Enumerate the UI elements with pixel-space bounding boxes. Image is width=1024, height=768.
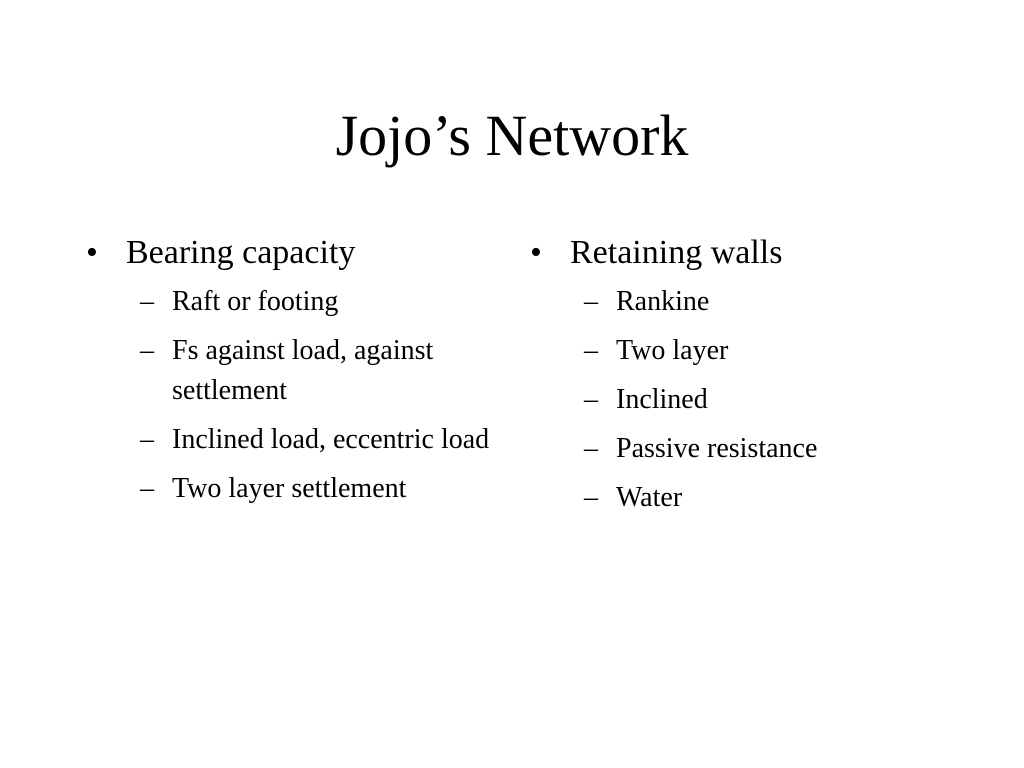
- slide-title: Jojo’s Network: [335, 103, 689, 168]
- sub-item: – Passive resistance: [530, 429, 950, 469]
- dash-marker: –: [584, 482, 598, 513]
- bullet-marker: •: [530, 234, 542, 271]
- sub-item-text: Water: [616, 482, 683, 513]
- sub-item: – Two layer settlement: [86, 469, 506, 509]
- sub-item: – Inclined load, eccentric load: [86, 420, 506, 460]
- sub-item: – Two layer: [530, 331, 950, 371]
- bullet-retaining-walls: • Retaining walls: [530, 232, 950, 274]
- dash-marker: –: [140, 424, 154, 455]
- dash-marker: –: [584, 335, 598, 366]
- bullet-text: Bearing capacity: [126, 234, 356, 271]
- sub-item: – Inclined: [530, 380, 950, 420]
- sub-item: – Raft or footing: [86, 282, 506, 322]
- sub-item: – Fs against load, against settlement: [86, 331, 506, 411]
- dash-marker: –: [140, 473, 154, 504]
- dash-marker: –: [140, 286, 154, 317]
- dash-marker: –: [584, 433, 598, 464]
- right-column: • Retaining walls – Rankine – Two layer …: [530, 232, 950, 527]
- sub-item: – Water: [530, 478, 950, 518]
- left-column: • Bearing capacity – Raft or footing – F…: [86, 232, 506, 518]
- sub-item-text: Fs against load, against settlement: [172, 335, 434, 406]
- bullet-bearing-capacity: • Bearing capacity: [86, 232, 506, 274]
- sub-item-text: Rankine: [616, 286, 710, 317]
- sub-item: – Rankine: [530, 282, 950, 322]
- bullet-marker: •: [86, 234, 98, 271]
- dash-marker: –: [140, 335, 154, 366]
- sub-item-text: Raft or footing: [172, 286, 339, 317]
- sub-item-text: Two layer: [616, 335, 729, 366]
- sub-item-text: Inclined load, eccentric load: [172, 424, 490, 455]
- dash-marker: –: [584, 384, 598, 415]
- dash-marker: –: [584, 286, 598, 317]
- bullet-text: Retaining walls: [570, 234, 783, 271]
- sub-item-text: Passive resistance: [616, 433, 818, 464]
- sub-item-text: Two layer settlement: [172, 473, 407, 504]
- sub-item-text: Inclined: [616, 384, 708, 415]
